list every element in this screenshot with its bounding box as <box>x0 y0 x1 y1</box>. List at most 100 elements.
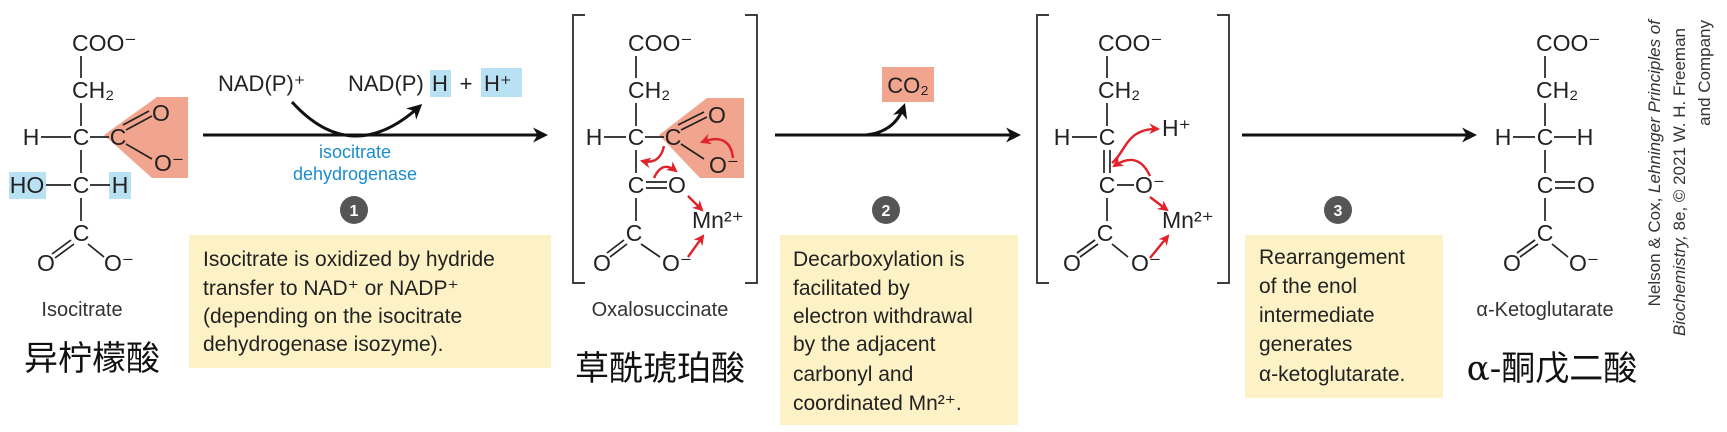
atom-c-keto: C <box>1537 172 1554 198</box>
atom-h: H <box>1054 124 1071 150</box>
credit-authors: Nelson & Cox, <box>1645 193 1664 306</box>
co2-highlight <box>882 67 934 102</box>
step3-note-line: intermediate <box>1259 304 1375 327</box>
atom-o-minus: O⁻ <box>1135 172 1165 198</box>
atom-c-alpha: C <box>628 124 645 150</box>
step2-note-box <box>780 235 1018 425</box>
enol-intermediate-structure: COO⁻ CH₂ H C H⁺ C O⁻ Mn²⁺ C O O⁻ <box>1036 14 1230 284</box>
atom-c-carboxyl: C <box>110 124 127 150</box>
isocitrate-structure: COO⁻ CH₂ H C C O O⁻ HO C H C O O⁻ <box>9 30 188 276</box>
atom-o-minus: O⁻ <box>709 152 739 178</box>
proton: H⁺ <box>484 71 512 96</box>
credit-book-title: Lehninger Principles of <box>1645 18 1664 193</box>
isocitrate-label: Isocitrate <box>41 299 122 321</box>
coordination-arrow <box>1149 196 1169 212</box>
step1-reaction: NAD(P)⁺ NAD(P) H + H⁺ isocitrate dehydro… <box>189 68 551 368</box>
electron-arrow <box>639 145 666 169</box>
coordination-arrow <box>687 195 704 212</box>
alpha-ketoglutarate-chinese-label: α-酮戊二酸 <box>1467 349 1637 389</box>
enzyme-name-line2: dehydrogenase <box>293 164 417 184</box>
step3-note-line: of the enol <box>1259 275 1357 298</box>
atom-o-bottom: O <box>1503 250 1521 276</box>
step-badge-3 <box>1324 196 1352 224</box>
atom-o-keto: O <box>1577 172 1595 198</box>
atom-c-bottom: C <box>626 220 643 246</box>
bracket-left <box>572 14 585 284</box>
atom-h: H <box>586 124 603 150</box>
atom-c-alpha: C <box>1537 124 1554 150</box>
atom-c-bottom: C <box>1097 220 1114 246</box>
atom-o-bottom: O <box>1063 250 1081 276</box>
cofactor-curved-arrow <box>290 100 423 138</box>
plus-sign: + <box>460 71 473 96</box>
step2-reaction: CO₂ 2 Decarboxylation is facilitated by … <box>775 67 1021 425</box>
alpha-ketoglutarate-structure: COO⁻ CH₂ H C H C O C O O⁻ <box>1495 30 1601 276</box>
step3-note-box <box>1245 235 1443 398</box>
credit-line-3: and Company <box>1695 20 1714 126</box>
atom-h-highlighted: H <box>112 172 129 198</box>
co2-release-arrow <box>865 103 908 137</box>
step-number-3: 3 <box>1334 203 1343 220</box>
atom-o-bottom: O <box>593 250 611 276</box>
step2-note-line: Decarboxylation is <box>793 248 965 271</box>
atom-carboxylate: COO⁻ <box>628 30 693 56</box>
atom-o-keto: O <box>668 172 686 198</box>
step3-note-line: generates <box>1259 333 1352 356</box>
atom-c-alpha: C <box>73 124 90 150</box>
atom-o-minus-bottom: O⁻ <box>1569 250 1599 276</box>
bracket-left <box>1036 14 1049 284</box>
atom-h-right: H <box>1577 124 1594 150</box>
electron-arrow <box>699 134 735 159</box>
isocitrate-chinese-label: 异柠檬酸 <box>24 339 160 379</box>
step1-note-line: (depending on the isocitrate <box>203 305 462 328</box>
atom-c-bottom: C <box>73 220 90 246</box>
electron-arrow <box>1112 156 1152 177</box>
atom-h: H <box>23 124 40 150</box>
electron-arrow <box>1111 123 1161 164</box>
atom-o-double: O <box>152 100 170 126</box>
proton-highlight <box>481 68 522 97</box>
released-proton: H⁺ <box>1162 115 1191 141</box>
cofactor-out: NAD(P) <box>348 71 424 96</box>
coordination-arrow <box>1149 234 1170 259</box>
step-number-1: 1 <box>350 203 359 220</box>
carboxyl-highlight <box>104 97 188 178</box>
atom-c-carboxyl: C <box>665 124 682 150</box>
oxalosuccinate-structure: COO⁻ CH₂ H C C O O⁻ C O Mn²⁺ C O O⁻ <box>572 14 758 284</box>
step-number-2: 2 <box>882 203 891 220</box>
atom-o-bottom: O <box>37 250 55 276</box>
bracket-right <box>745 14 758 284</box>
credit-edition-publisher: 8e, © 2021 W. H. Freeman <box>1670 28 1689 235</box>
oxalosuccinate-label: Oxalosuccinate <box>592 299 729 321</box>
step1-note-line: transfer to NAD⁺ or NADP⁺ <box>203 277 459 300</box>
step3-note-line: α-ketoglutarate. <box>1259 363 1405 386</box>
atom-h-left: H <box>1495 124 1512 150</box>
step2-note-line: facilitated by <box>793 277 910 300</box>
step-badge-1 <box>340 196 368 224</box>
atom-o-minus-bottom: O⁻ <box>1131 250 1161 276</box>
atom-o-minus-bottom: O⁻ <box>104 250 134 276</box>
cofactor-out-hydride: H <box>432 71 448 96</box>
hydride-highlight <box>430 70 451 97</box>
manganese-ion: Mn²⁺ <box>1162 207 1214 233</box>
cofactor-in: NAD(P)⁺ <box>218 71 305 96</box>
atom-hydroxyl: HO <box>10 172 45 198</box>
credit-book-title-cont: Biochemistry, <box>1670 235 1689 336</box>
step2-note-line: carbonyl and <box>793 363 913 386</box>
step2-note-line: by the adjacent <box>793 333 936 356</box>
step1-note-line: dehydrogenase isozyme). <box>203 333 443 356</box>
bracket-right <box>1217 14 1230 284</box>
alpha-ketoglutarate-label: α-Ketoglutarate <box>1476 299 1613 321</box>
step2-note-line: coordinated Mn²⁺. <box>793 392 962 415</box>
step3-reaction: 3 Rearrangement of the enol intermediate… <box>1242 127 1477 398</box>
hydrogen-highlight <box>109 172 131 199</box>
atom-o-minus: O⁻ <box>154 150 184 176</box>
atom-o-minus-bottom: O⁻ <box>662 250 692 276</box>
enzyme-name-line1: isocitrate <box>319 142 391 162</box>
step1-note-line: Isocitrate is oxidized by hydride <box>203 248 495 271</box>
figure-credit: Nelson & Cox, Lehninger Principles of Bi… <box>1645 18 1714 336</box>
step1-note-box <box>189 235 551 368</box>
electron-arrow <box>652 161 678 179</box>
oxalosuccinate-chinese-label: 草酰琥珀酸 <box>575 349 745 389</box>
